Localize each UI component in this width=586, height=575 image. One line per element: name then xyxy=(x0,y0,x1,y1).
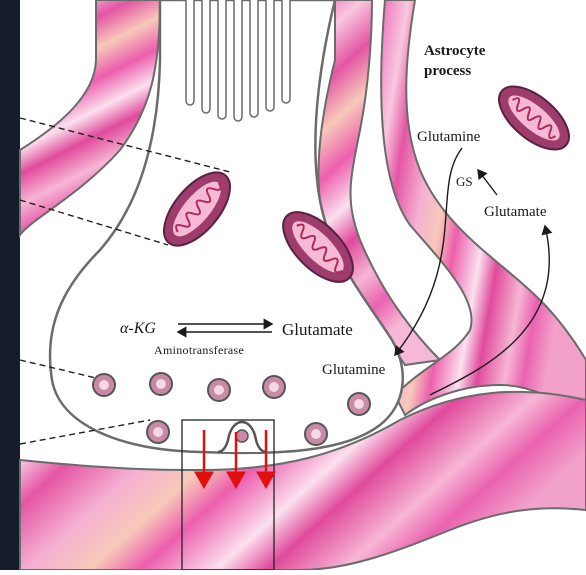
label-glutamine-terminal: Glutamine xyxy=(322,362,386,378)
label-glutamate-terminal: Glutamate xyxy=(282,320,353,339)
mitochondrion-astrocyte xyxy=(488,75,579,161)
fusing-vesicle-core xyxy=(236,430,248,442)
label-astrocyte: Astrocyte xyxy=(424,43,486,59)
gs-arrow xyxy=(478,170,497,195)
dark-frame-left xyxy=(0,0,20,570)
label-gs: GS xyxy=(456,174,473,189)
axon-microtubules xyxy=(186,0,290,121)
label-process: process xyxy=(424,63,471,79)
label-aminotransferase: Aminotransferase xyxy=(154,343,244,357)
label-glutamine-astrocyte: Glutamine xyxy=(417,129,481,145)
label-alpha-kg: α-KG xyxy=(120,320,156,337)
label-glutamate-astrocyte: Glutamate xyxy=(484,204,547,220)
